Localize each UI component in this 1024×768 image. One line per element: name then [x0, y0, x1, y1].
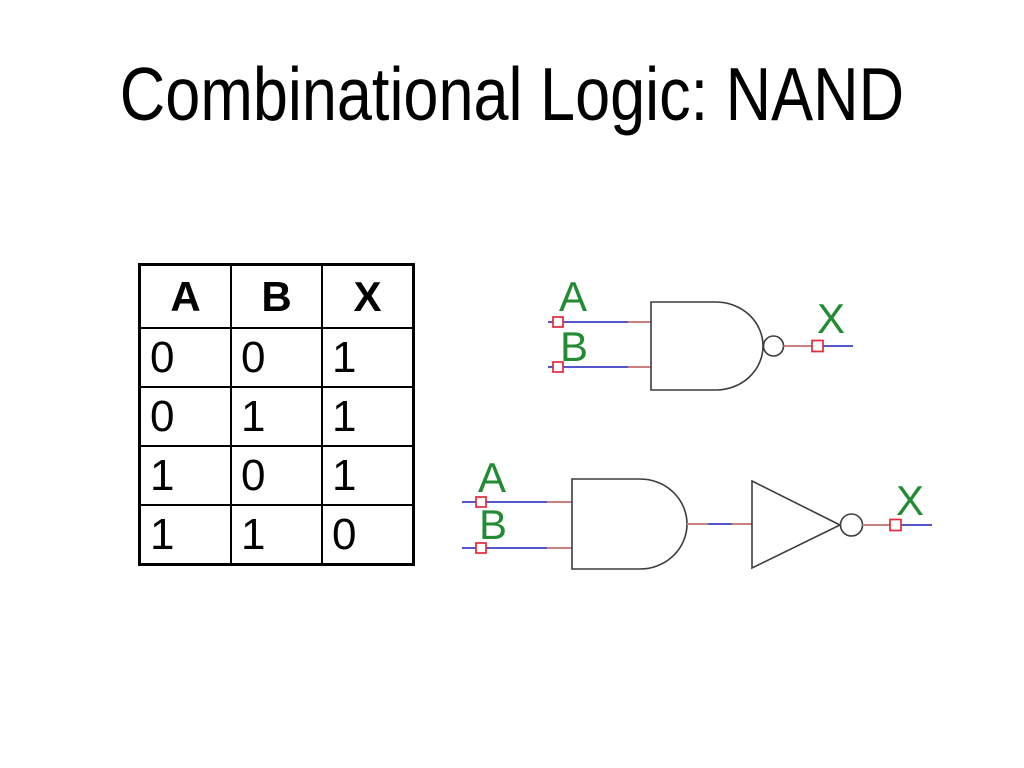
truth-table-cell: 1	[321, 327, 415, 388]
truth-table-cell: 0	[138, 327, 232, 388]
and-input-a-terminal-icon	[475, 496, 487, 508]
truth-table-cell: 1	[230, 504, 323, 566]
truth-table-header-a: A	[138, 263, 232, 329]
table-row: 0 1 1	[138, 386, 415, 447]
and-not-circuit: A B X	[462, 454, 932, 570]
truth-table-head: A B X	[138, 263, 415, 329]
circuit-diagrams: A B X A B X	[462, 273, 932, 570]
nand-output-terminal-icon	[811, 339, 824, 353]
truth-table: A B X 0 0 1 0 1 1 1 0 1 1 1	[138, 263, 415, 566]
truth-table-cell: 1	[230, 386, 323, 447]
and-gate-icon	[571, 478, 688, 570]
truth-table-header-row: A B X	[138, 263, 415, 329]
inverter-output-label: X	[896, 477, 924, 524]
nand-output-label: X	[817, 295, 845, 342]
inverter-bubble-icon	[839, 513, 864, 537]
truth-table-cell: 1	[321, 445, 415, 506]
inverter-gate-icon	[751, 479, 842, 570]
truth-table-body: 0 0 1 0 1 1 1 0 1 1 1 0	[138, 327, 415, 566]
nand-input-b-label: B	[560, 323, 588, 370]
truth-table-cell: 1	[138, 445, 232, 506]
truth-table-cell: 0	[321, 504, 415, 566]
truth-table-cell: 0	[138, 386, 232, 447]
page-title: Combinational Logic: NAND	[119, 52, 905, 136]
nand-circuit: A B X	[548, 273, 853, 391]
nand-input-a-label: A	[559, 273, 587, 320]
table-row: 0 0 1	[138, 327, 415, 388]
nand-gate-icon	[650, 301, 764, 391]
and-input-a-label: A	[478, 454, 506, 501]
truth-table-cell: 1	[138, 504, 232, 566]
truth-table-cell: 0	[230, 327, 323, 388]
nand-input-b-terminal-icon	[552, 361, 564, 373]
nand-input-a-terminal-icon	[552, 316, 564, 328]
and-input-b-terminal-icon	[475, 542, 487, 554]
truth-table-header-b: B	[230, 263, 323, 329]
table-row: 1 1 0	[138, 504, 415, 566]
truth-table-cell: 1	[321, 386, 415, 447]
and-input-b-label: B	[479, 501, 507, 548]
table-row: 1 0 1	[138, 445, 415, 506]
truth-table-cell: 0	[230, 445, 323, 506]
truth-table-header-x: X	[321, 263, 415, 329]
nand-bubble-icon	[762, 335, 785, 357]
